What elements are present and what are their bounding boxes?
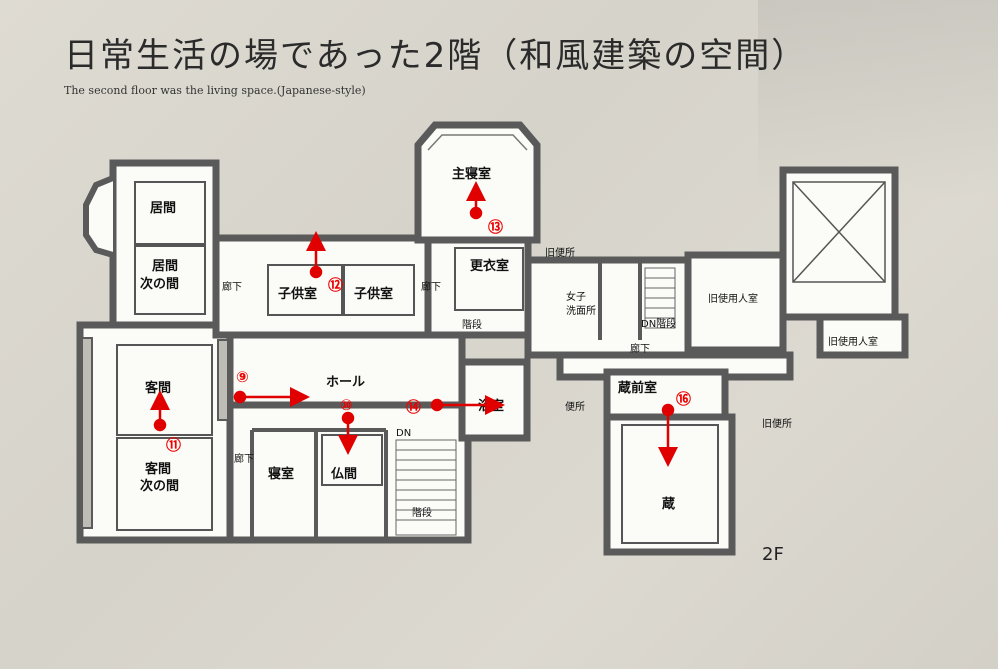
room-servant-1: 旧使用人室 xyxy=(708,292,758,305)
room-ima-next-2: 次の間 xyxy=(140,276,179,292)
marker-16: ⑯ xyxy=(676,390,691,408)
room-kyakuma-next-2: 次の間 xyxy=(140,478,179,494)
label-stairs-small: 階段 xyxy=(462,318,482,331)
label-dn: DN xyxy=(396,428,411,439)
room-corridor-left: 廊下 xyxy=(222,280,242,293)
marker-9: ⑨ xyxy=(236,368,249,386)
room-old-toilet-1: 旧便所 xyxy=(545,246,575,259)
marker-11: ⑪ xyxy=(166,436,181,454)
room-butsuma: 仏間 xyxy=(331,467,357,482)
room-corridor-low: 廊下 xyxy=(234,452,254,465)
bay-window-left xyxy=(83,175,115,258)
page-subtitle: The second floor was the living space.(J… xyxy=(64,84,366,97)
marker-14: ⑭ xyxy=(406,398,421,416)
room-kuramae: 蔵前室 xyxy=(618,380,657,396)
room-ima: 居間 xyxy=(150,201,176,216)
room-shinshitsu: 寝室 xyxy=(268,466,294,482)
room-kodomo-2: 子供室 xyxy=(354,286,393,302)
room-kyakuma-next: 客間 xyxy=(145,461,171,477)
plan-walls xyxy=(76,121,909,556)
view-markers xyxy=(150,181,678,467)
room-ima-next: 居間 xyxy=(152,259,178,274)
room-master-bedroom: 主寝室 xyxy=(452,166,491,182)
page-title: 日常生活の場であった2階（和風建築の空間） xyxy=(64,36,808,76)
room-kodomo-1: 子供室 xyxy=(278,286,317,302)
room-hall: ホール xyxy=(326,375,365,390)
marker-12: ⑫ xyxy=(328,276,343,294)
room-old-toilet-2: 旧便所 xyxy=(762,417,792,430)
label-stairs-dn: DN階段 xyxy=(641,317,676,330)
floor-label: 2F xyxy=(762,544,784,565)
room-kouishitsu: 更衣室 xyxy=(470,258,509,274)
room-corridor-mid: 廊下 xyxy=(421,280,441,293)
room-kura: 蔵 xyxy=(662,496,675,512)
room-servant-2: 旧使用人室 xyxy=(828,335,878,348)
room-corridor-right: 廊下 xyxy=(630,342,650,355)
marker-13: ⑬ xyxy=(488,218,503,236)
marker-10: ⑩ xyxy=(340,396,353,414)
room-washroom-2: 洗面所 xyxy=(566,305,596,317)
room-washroom-1: 女子 xyxy=(566,290,586,303)
label-stairs-main: 階段 xyxy=(412,506,432,519)
room-kyakuma: 客間 xyxy=(145,380,171,396)
room-benjo: 便所 xyxy=(565,400,585,413)
